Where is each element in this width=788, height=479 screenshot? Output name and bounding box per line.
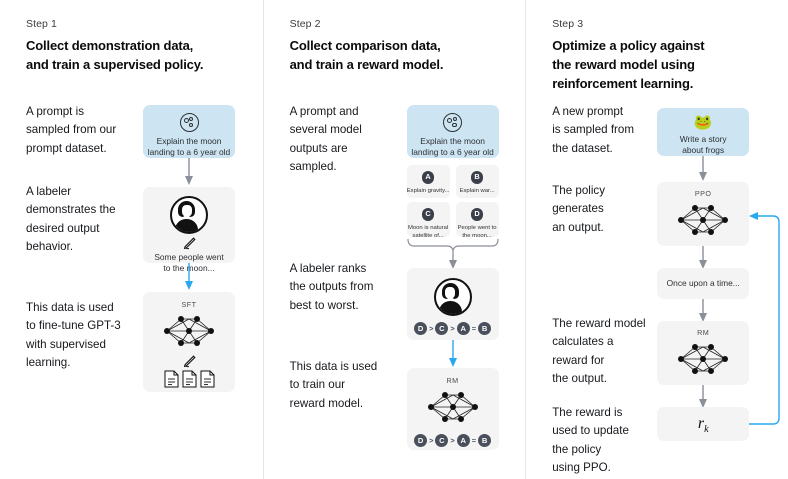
- model-card-ppo[interactable]: PPO: [657, 182, 750, 246]
- rank-chip: C: [435, 434, 449, 447]
- step-label-3: Step 3: [552, 18, 584, 30]
- moon-icon: [443, 113, 463, 132]
- paragraph-1-2: A labeler demonstrates the desired outpu…: [26, 185, 116, 253]
- labeler-card-1-caption: Some people went to the moon...: [154, 252, 224, 274]
- labeler-avatar-icon: [170, 196, 208, 234]
- rank-chip: A: [456, 434, 470, 447]
- rank-chip: C: [435, 322, 449, 335]
- rank-operator: >: [429, 324, 434, 333]
- option-badge-b: B: [470, 171, 484, 184]
- step-title-2: Collect comparison data, and train a rew…: [289, 38, 444, 72]
- option-card-c[interactable]: C Moon is natural satellite of...: [406, 202, 450, 239]
- paragraph-2-1: A prompt and several model outputs are s…: [289, 105, 362, 173]
- model-tag-rm-3: RM: [697, 328, 710, 337]
- pencil-icon: [183, 237, 196, 250]
- arrow-down-3-2: [699, 246, 708, 269]
- column-step-2: Step 2 Collect comparison data, and trai…: [262, 0, 526, 479]
- labeler-card-1[interactable]: Some people went to the moon...: [143, 187, 235, 273]
- frog-icon: 🐸: [693, 114, 713, 131]
- option-text-b: Explain war...: [459, 187, 495, 194]
- output-card[interactable]: Once upon a time...: [657, 268, 750, 299]
- option-badge-d: D: [470, 208, 484, 221]
- model-card-rm-2[interactable]: RM D > C > A =: [406, 368, 499, 450]
- rank-operator: =: [471, 436, 477, 445]
- paragraph-3-1: A new prompt is sampled from the dataset…: [552, 105, 635, 155]
- neural-network-icon: [678, 205, 729, 235]
- document-icon: [182, 370, 196, 388]
- moon-icon: [179, 113, 199, 132]
- option-text-d: People went to the moon...: [457, 224, 497, 239]
- step-label-2: Step 2: [289, 18, 321, 30]
- option-badge-c: C: [421, 208, 435, 221]
- prompt-card-3-caption: Write a story about frogs: [679, 134, 727, 156]
- neural-network-icon: [427, 392, 478, 422]
- model-tag-ppo: PPO: [694, 189, 712, 198]
- document-icon: [164, 370, 178, 388]
- output-card-caption: Once upon a time...: [666, 278, 740, 288]
- column-step-3: Step 3 Optimize a policy against the rew…: [525, 0, 788, 479]
- rank-operator: >: [450, 436, 455, 445]
- neural-network-icon: [164, 316, 214, 346]
- reward-symbol-subscript: k: [704, 424, 709, 436]
- rank-operator: >: [429, 436, 434, 445]
- feedback-loop-arrow: [749, 212, 780, 425]
- paragraph-1-1: A prompt is sampled from our prompt data…: [26, 105, 117, 155]
- arrow-down-3-1: [699, 156, 708, 181]
- option-text-a: Explain gravity...: [406, 187, 450, 194]
- paragraph-3-2: The policy generates an output.: [552, 184, 606, 234]
- rank-chip: B: [478, 434, 492, 447]
- paragraph-1-3: This data is used to fine-tune GPT-3 wit…: [26, 301, 121, 369]
- step-title-1: Collect demonstration data, and train a …: [26, 38, 204, 72]
- column-step-1: Step 1 Collect demonstration data, and t…: [0, 0, 263, 479]
- model-card-rm-3[interactable]: RM: [657, 321, 750, 385]
- prompt-card-1-caption: Explain the moon landing to a 6 year old: [147, 136, 231, 158]
- option-badge-a: A: [421, 171, 435, 184]
- arrow-down-3-4: [699, 385, 708, 408]
- merge-brace-icon: [406, 238, 499, 269]
- paragraph-2-2: A labeler ranks the outputs from best to…: [289, 262, 374, 312]
- model-tag-rm-2: RM: [446, 376, 459, 385]
- option-card-d[interactable]: D People went to the moon...: [455, 202, 499, 239]
- option-card-b[interactable]: B Explain war...: [455, 165, 499, 198]
- ranking-row-labeler: D > C > A = B: [407, 322, 499, 335]
- document-icon: [200, 370, 214, 388]
- prompt-card-1[interactable]: Explain the moon landing to a 6 year old: [143, 105, 235, 158]
- paragraph-2-3: This data is used to train our reward mo…: [289, 360, 378, 410]
- documents-icon-group: [143, 370, 235, 388]
- prompt-card-2-caption: Explain the moon landing to a 6 year old: [411, 136, 494, 158]
- paragraph-3-4: The reward is used to update the policy …: [552, 406, 629, 474]
- arrow-down-1-1: [185, 158, 193, 185]
- rank-operator: >: [450, 324, 455, 333]
- step-label-1: Step 1: [26, 18, 57, 30]
- rank-chip: A: [456, 322, 470, 335]
- labeler-avatar-icon: [433, 278, 472, 316]
- rank-chip: D: [414, 434, 428, 447]
- prompt-card-3[interactable]: 🐸 Write a story about frogs: [657, 108, 750, 156]
- paragraph-3-3: The reward model calculates a reward for…: [552, 317, 646, 385]
- reward-symbol: rk: [657, 407, 749, 447]
- prompt-card-2[interactable]: Explain the moon landing to a 6 year old: [406, 105, 499, 158]
- step-title-3: Optimize a policy against the reward mod…: [552, 38, 705, 91]
- arrow-down-1-2: [185, 263, 193, 290]
- ranking-row-rm: D > C > A = B: [407, 434, 499, 447]
- rank-operator: =: [471, 324, 477, 333]
- neural-network-icon: [678, 344, 729, 374]
- pencil-icon: [183, 355, 196, 368]
- rank-chip: B: [478, 322, 492, 335]
- option-text-c: Moon is natural satellite of...: [407, 224, 449, 239]
- labeler-card-2[interactable]: D > C > A = B: [406, 268, 499, 340]
- rank-chip: D: [414, 322, 428, 335]
- arrow-down-3-3: [699, 299, 708, 322]
- model-tag-sft: SFT: [181, 300, 197, 309]
- arrow-down-2-2: [448, 340, 457, 367]
- model-card-sft[interactable]: SFT: [143, 292, 235, 392]
- reward-card[interactable]: rk: [657, 407, 750, 441]
- reward-symbol-base: r: [697, 415, 705, 432]
- option-card-a[interactable]: A Explain gravity...: [406, 165, 450, 198]
